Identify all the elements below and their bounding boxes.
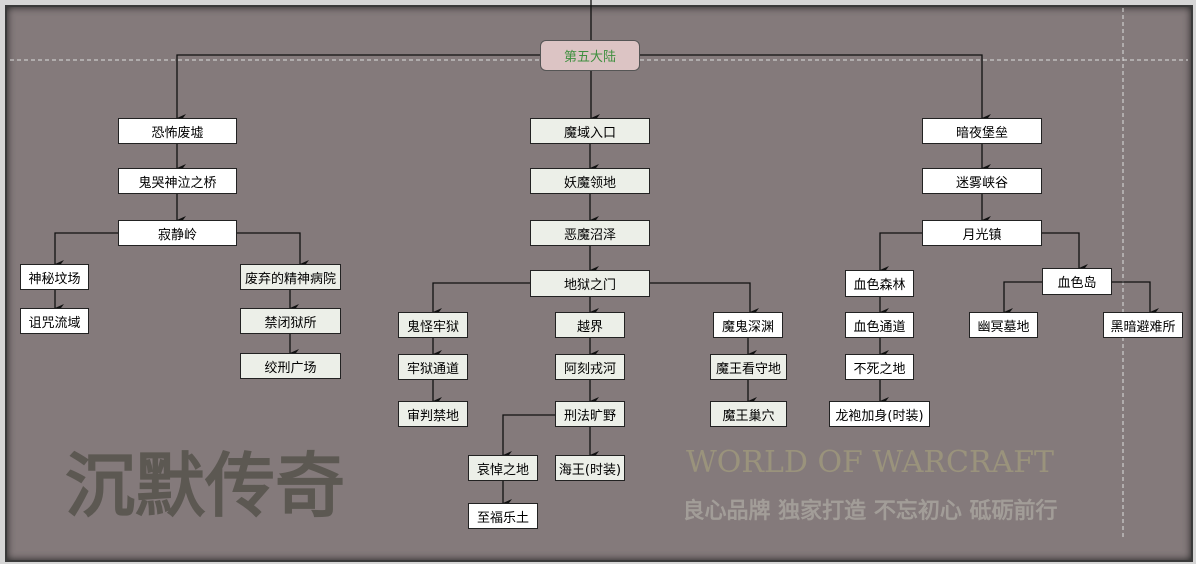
diagram-node[interactable]: 越界 [555, 312, 625, 338]
connector-arrow [54, 232, 118, 268]
connector-arrow [1003, 281, 1042, 316]
diagram-node[interactable]: 哀悼之地 [468, 455, 538, 481]
diagram-node[interactable]: 血色森林 [845, 270, 914, 297]
diagram-node[interactable]: 海王(时装) [555, 455, 625, 481]
connector-arrow [879, 232, 922, 274]
diagram-node[interactable]: 妖魔领地 [530, 168, 650, 194]
diagram-node[interactable]: 不死之地 [845, 354, 914, 380]
diagram-node[interactable]: 禁闭狱所 [240, 308, 341, 334]
diagram-node[interactable]: 地狱之门 [530, 270, 650, 297]
diagram-node[interactable]: 魔鬼深渊 [713, 312, 783, 338]
diagram-node[interactable]: 寂静岭 [118, 220, 237, 246]
diagram-node[interactable]: 牢狱通道 [398, 354, 468, 380]
diagram-node[interactable]: 龙袍加身(时装) [829, 401, 930, 427]
diagram-node[interactable]: 至福乐土 [468, 503, 538, 529]
connector-arrow [1042, 232, 1088, 272]
diagram-node[interactable]: 血色通道 [845, 312, 914, 338]
connector-arrow [640, 54, 991, 122]
diagram-node[interactable]: 幽冥墓地 [969, 312, 1038, 338]
diagram-node[interactable]: 神秘坟场 [20, 264, 89, 290]
diagram-node[interactable]: 魔王看守地 [710, 354, 787, 380]
diagram-node[interactable]: 废弃的精神病院 [240, 264, 341, 290]
connector-arrow [1112, 281, 1159, 316]
diagram-node[interactable]: 阿刻戎河 [555, 354, 625, 380]
watermark-wow-text: WORLD OF WARCRAFT [686, 445, 1054, 480]
diagram-node[interactable]: 黑暗避难所 [1103, 312, 1183, 338]
root-node[interactable]: 第五大陆 [540, 40, 640, 71]
diagram-node[interactable]: 血色岛 [1042, 268, 1112, 295]
diagram-node[interactable]: 迷雾峡谷 [922, 168, 1042, 194]
connector-arrow [502, 414, 555, 459]
watermark-title: 沉默传奇 [65, 445, 345, 527]
diagram-node[interactable]: 鬼怪牢狱 [398, 312, 468, 338]
diagram-node[interactable]: 恶魔沼泽 [530, 220, 650, 246]
connector-arrow [432, 282, 530, 316]
diagram-node[interactable]: 刑法旷野 [555, 401, 625, 427]
diagram-node[interactable]: 月光镇 [922, 220, 1042, 246]
diagram-node[interactable]: 诅咒流域 [20, 308, 89, 334]
diagram-node[interactable]: 绞刑广场 [240, 353, 341, 379]
diagram-node[interactable]: 魔王巢穴 [710, 401, 787, 427]
diagram-node[interactable]: 审判禁地 [398, 401, 468, 427]
watermark-slogan: 良心品牌 独家打造 不忘初心 砥砺前行 [683, 498, 1058, 524]
connector-arrow [237, 232, 309, 268]
diagram-node[interactable]: 恐怖废墟 [118, 118, 237, 144]
diagram-node[interactable]: 鬼哭神泣之桥 [118, 168, 237, 194]
diagram-node[interactable]: 暗夜堡垒 [922, 118, 1042, 144]
connector-arrow [650, 282, 759, 316]
connector-arrow [176, 54, 540, 122]
diagram-node[interactable]: 魔域入口 [530, 118, 650, 144]
